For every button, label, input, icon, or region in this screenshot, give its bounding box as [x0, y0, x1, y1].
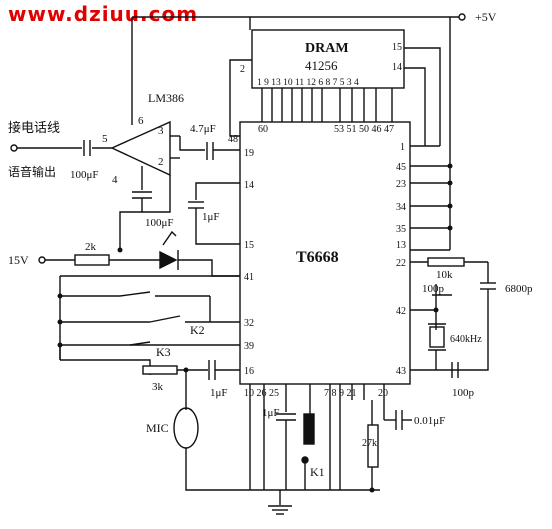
pin-16: 16	[244, 366, 254, 377]
cap-1uf-bottom-label: 1μF	[262, 407, 280, 419]
pin-r13: 13	[396, 240, 406, 251]
dram-bus-lines	[261, 88, 393, 122]
phone-in-label: 接电话线	[8, 120, 60, 136]
pin-32: 32	[244, 318, 254, 329]
crystal-label: 640kHz	[450, 334, 482, 345]
pins-bottom-mid: 7 8 9 21	[324, 388, 357, 399]
switch-k1-label: K1	[310, 465, 325, 479]
lm386-amplifier	[110, 120, 171, 177]
t6668-chip	[239, 121, 411, 385]
supply-15v-label: 15V	[8, 253, 29, 267]
pin-r45: 45	[396, 162, 406, 173]
resistor-3k	[142, 365, 178, 375]
pins-top-right: 53 51 50 46 47	[334, 124, 394, 135]
pin-60: 60	[258, 124, 268, 135]
pin-14: 14	[244, 180, 254, 191]
dram-pin-2: 2	[240, 64, 245, 75]
supply-terminal	[458, 13, 466, 21]
resistor-2k	[74, 254, 110, 266]
pin-41: 41	[244, 272, 254, 283]
cap-6800p-label: 6800p	[505, 283, 533, 295]
lm386-pin-5: 5	[102, 133, 108, 145]
pin-r23: 23	[396, 179, 406, 190]
supply-label: +5V	[475, 10, 497, 24]
lm386-pin-6: 6	[138, 115, 144, 127]
lm386-pin-3: 3	[158, 125, 164, 137]
watermark: www.dziuu.com	[8, 2, 199, 26]
dram-title: DRAM	[305, 41, 349, 56]
resistor-3k-label: 3k	[152, 381, 164, 393]
cap-100uf-out-label: 100μF	[145, 217, 174, 229]
pin-r43: 43	[396, 366, 406, 377]
crystal-640khz	[429, 326, 445, 348]
resistor-10k	[427, 257, 465, 267]
lm386-name: LM386	[148, 91, 184, 105]
microphone	[173, 407, 199, 449]
cap-1uf-left-label: 1μF	[202, 211, 220, 223]
resistor-27k	[367, 424, 379, 468]
switch-k3-label: K3	[156, 345, 171, 359]
resistor-10k-label: 10k	[436, 269, 453, 281]
resistor-2k-label: 2k	[85, 241, 97, 253]
cap-100p-bottom-label: 100p	[452, 387, 475, 399]
pin-15: 15	[244, 240, 254, 251]
dram-pin-14: 14	[392, 62, 402, 73]
supply-15v-terminal	[38, 256, 46, 264]
ic-name: T6668	[296, 249, 339, 266]
pin-r1: 1	[400, 142, 405, 153]
dram-part: 41256	[305, 58, 338, 73]
pin-19: 19	[244, 148, 254, 159]
pins-bottom-left: 10 26 25	[244, 388, 279, 399]
resistor-27k-label: 27k	[362, 438, 377, 449]
pin-39: 39	[244, 341, 254, 352]
lm386-pin-4: 4	[112, 174, 118, 186]
cap-100p-top-label: 100p	[422, 283, 445, 295]
diode	[159, 250, 178, 270]
pin-48: 48	[228, 134, 238, 145]
pin-r42: 42	[396, 306, 406, 317]
switch-k2-label: K2	[190, 323, 205, 337]
dram-pin-15: 15	[392, 42, 402, 53]
cap-1uf-39-label: 1μF	[210, 387, 228, 399]
cap-4-7uf-label: 4.7μF	[190, 123, 216, 135]
pin-b20: 20	[378, 388, 388, 399]
cap-0-01uf-label: 0.01μF	[414, 415, 445, 427]
phone-line-terminal	[10, 144, 18, 152]
dram-top-pins: 1 9 13 10 11 12 6 8 7 5 3 4	[257, 78, 359, 88]
cap-100uf-in-label: 100μF	[70, 169, 99, 181]
pin-r35: 35	[396, 224, 406, 235]
voice-out-label: 语音输出	[8, 164, 56, 179]
switch-k1	[303, 413, 315, 445]
lm386-pin-2: 2	[158, 156, 164, 168]
mic-label: MIC	[146, 421, 169, 435]
pin-r34: 34	[396, 202, 406, 213]
dram-chip	[251, 29, 405, 89]
pin-r22: 22	[396, 258, 406, 269]
right-pin-wires	[410, 165, 488, 263]
